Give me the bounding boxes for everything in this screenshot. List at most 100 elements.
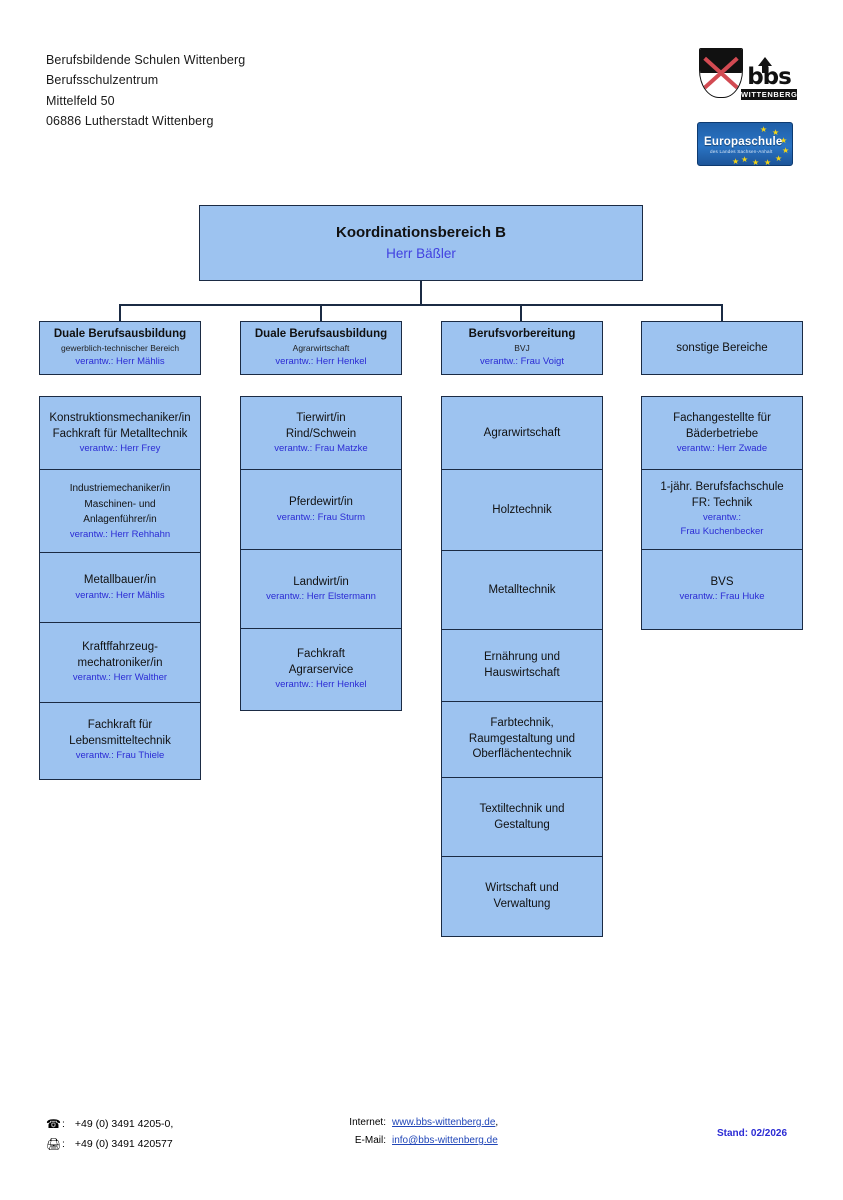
node-bvj-wirtschaft[interactable]: Wirtschaft und Verwaltung bbox=[441, 856, 603, 938]
node-line: Kraftffahrzeug- bbox=[82, 641, 158, 654]
europaschule-badge: Europaschule des Landes Sachsen-Anhalt ★… bbox=[697, 122, 793, 166]
node-line: Fachkraft bbox=[297, 648, 345, 661]
root-title: Koordinationsbereich B bbox=[335, 224, 507, 241]
column-stack-2: Tierwirt/in Rind/Schwein verantw.: Frau … bbox=[240, 396, 402, 712]
node-responsible: verantw.: Frau Thiele bbox=[75, 750, 165, 762]
connector-bus bbox=[120, 304, 722, 306]
node-bvj-metalltechnik[interactable]: Metalltechnik bbox=[441, 549, 603, 631]
node-responsible: verantw.: Herr Frey bbox=[79, 443, 161, 454]
node-line: Farbtechnik, bbox=[490, 717, 554, 730]
node-pferdewirt[interactable]: Pferdewirt/in verantw.: Frau Sturm bbox=[240, 469, 402, 551]
node-root[interactable]: Koordinationsbereich B Herr Bäßler bbox=[199, 205, 643, 281]
phone-row: ☎ : +49 (0) 3491 4205-0, bbox=[46, 1114, 173, 1134]
column-header-2-subtitle: Agrarwirtschaft bbox=[292, 343, 350, 353]
node-line: Tierwirt/in bbox=[296, 412, 346, 424]
node-line: Fachkraft für Metalltechnik bbox=[52, 427, 188, 440]
node-line: Rind/Schwein bbox=[285, 427, 357, 440]
address-line-4: 06886 Lutherstadt Wittenberg bbox=[46, 114, 214, 129]
footer-web: Internet: www.bbs-wittenberg.de , E-Mail… bbox=[338, 1114, 498, 1150]
address-line-2: Berufsschulzentrum bbox=[46, 73, 159, 88]
node-berufsfachschule-technik[interactable]: 1-jähr. Berufsfachschule FR: Technik ver… bbox=[641, 469, 803, 551]
column-header-1-subtitle: gewerblich-technischer Bereich bbox=[60, 343, 180, 353]
fax-separator: : bbox=[62, 1138, 65, 1150]
node-responsible: verantw.: Frau Sturm bbox=[276, 511, 366, 523]
node-line: Hauswirtschaft bbox=[484, 666, 560, 679]
node-responsible: verantw.: Frau Huke bbox=[679, 591, 765, 603]
email-link[interactable]: info@bbs-wittenberg.de bbox=[392, 1135, 498, 1146]
europaschule-title: Europaschule bbox=[704, 136, 783, 148]
node-bvj-textiltechnik[interactable]: Textiltechnik und Gestaltung bbox=[441, 777, 603, 859]
column-header-1-responsible: verantw.: Herr Mählis bbox=[75, 356, 165, 367]
fax-icon: 🖨 bbox=[46, 1137, 62, 1151]
column-header-3-title: Berufsvorbereitung bbox=[468, 328, 576, 340]
node-line: Fachangestellte für bbox=[673, 412, 771, 424]
node-bvs[interactable]: BVS verantw.: Frau Huke bbox=[641, 548, 803, 630]
node-line: Metalltechnik bbox=[488, 583, 556, 596]
coat-of-arms-icon bbox=[699, 48, 743, 98]
node-line: Raumgestaltung und bbox=[468, 732, 576, 745]
column-header-2[interactable]: Duale Berufsausbildung Agrarwirtschaft v… bbox=[240, 321, 402, 375]
email-row: E-Mail: info@bbs-wittenberg.de bbox=[338, 1132, 498, 1150]
bbs-logo: bbs WITTENBERG bbox=[697, 48, 797, 120]
column-header-3[interactable]: Berufsvorbereitung BVJ verantw.: Frau Vo… bbox=[441, 321, 603, 375]
internet-label: Internet: bbox=[349, 1117, 386, 1128]
node-bvj-farbtechnik[interactable]: Farbtechnik, Raumgestaltung und Oberfläc… bbox=[441, 700, 603, 779]
column-stack-1: Konstruktionsmechaniker/in Fachkraft für… bbox=[39, 396, 201, 780]
node-metallbauer[interactable]: Metallbauer/in verantw.: Herr Mählis bbox=[39, 551, 201, 624]
node-line: Landwirt/in bbox=[293, 575, 349, 588]
node-bvj-holztechnik[interactable]: Holztechnik bbox=[441, 469, 603, 552]
column-header-3-responsible: verantw.: Frau Voigt bbox=[480, 356, 564, 367]
footer-contact: ☎ : +49 (0) 3491 4205-0, 🖨 : +49 (0) 349… bbox=[46, 1114, 173, 1154]
column-header-4[interactable]: sonstige Bereiche bbox=[641, 321, 803, 375]
node-responsible: verantw.: Herr Walther bbox=[72, 672, 168, 684]
node-responsible: verantw.: Herr Henkel bbox=[275, 679, 367, 691]
connector-drop-1 bbox=[119, 304, 121, 322]
connector-drop-4 bbox=[721, 304, 723, 322]
node-line: Holztechnik bbox=[492, 503, 552, 516]
node-line: Bäderbetriebe bbox=[685, 427, 759, 440]
node-line: Fachkraft für bbox=[87, 719, 153, 732]
node-responsible: verantw.: Herr Rehhahn bbox=[69, 528, 171, 540]
fax-number: +49 (0) 3491 420577 bbox=[74, 1138, 173, 1150]
europaschule-subtitle: des Landes Sachsen-Anhalt bbox=[710, 149, 773, 154]
connector-drop-2 bbox=[320, 304, 322, 322]
node-bvj-ernaehrung[interactable]: Ernährung und Hauswirtschaft bbox=[441, 629, 603, 703]
school-address: Berufsbildende Schulen Wittenberg Berufs… bbox=[46, 50, 245, 132]
node-line: BVS bbox=[710, 575, 734, 588]
node-responsible: verantw.: Herr Mählis bbox=[75, 589, 165, 601]
node-line: Lebensmitteltechnik bbox=[69, 734, 171, 747]
address-line-1: Berufsbildende Schulen Wittenberg bbox=[46, 53, 246, 67]
node-line: Anlagenführer/in bbox=[83, 514, 157, 526]
node-line: FR: Technik bbox=[691, 496, 753, 509]
node-konstruktionsmechaniker[interactable]: Konstruktionsmechaniker/in Fachkraft für… bbox=[39, 396, 201, 471]
column-stack-3: Agrarwirtschaft Holztechnik Metalltechni… bbox=[441, 396, 603, 938]
column-header-1[interactable]: Duale Berufsausbildung gewerblich-techni… bbox=[39, 321, 201, 375]
node-industriemechaniker[interactable]: Industriemechaniker/in Maschinen- und An… bbox=[39, 469, 201, 554]
node-fachkraft-lebensmitteltechnik[interactable]: Fachkraft für Lebensmitteltechnik verant… bbox=[39, 701, 201, 780]
node-kraftfahrzeugmechatroniker[interactable]: Kraftffahrzeug- mechatroniker/in verantw… bbox=[39, 622, 201, 704]
node-line: Pferdewirt/in bbox=[289, 496, 353, 509]
column-stack-4: Fachangestellte für Bäderbetriebe verant… bbox=[641, 396, 803, 630]
root-responsible: Herr Bäßler bbox=[386, 246, 456, 261]
node-landwirt[interactable]: Landwirt/in verantw.: Herr Elstermann bbox=[240, 548, 402, 630]
node-fachangestellte-baederbetriebe[interactable]: Fachangestellte für Bäderbetriebe verant… bbox=[641, 396, 803, 471]
connector-drop-3 bbox=[520, 304, 522, 322]
node-responsible: verantw.: Herr Zwade bbox=[676, 443, 768, 454]
node-responsible-2: Frau Kuchenbecker bbox=[680, 526, 764, 538]
website-link[interactable]: www.bbs-wittenberg.de bbox=[392, 1117, 496, 1128]
node-bvj-agrarwirtschaft[interactable]: Agrarwirtschaft bbox=[441, 396, 603, 471]
fax-row: 🖨 : +49 (0) 3491 420577 bbox=[46, 1134, 173, 1154]
column-header-1-title: Duale Berufsausbildung bbox=[53, 328, 187, 340]
node-fachkraft-agrarservice[interactable]: Fachkraft Agrarservice verantw.: Herr He… bbox=[240, 628, 402, 712]
logo-block: bbs WITTENBERG Europaschule des Landes S… bbox=[697, 48, 797, 166]
document-version-date: Stand: 02/2026 bbox=[717, 1128, 788, 1139]
node-line: Oberflächentechnik bbox=[472, 748, 572, 761]
bbs-text: bbs bbox=[747, 64, 792, 90]
node-line: Maschinen- und bbox=[84, 498, 156, 510]
column-header-2-responsible: verantw.: Herr Henkel bbox=[275, 356, 367, 367]
column-header-2-title: Duale Berufsausbildung bbox=[254, 328, 388, 340]
node-line: mechatroniker/in bbox=[77, 656, 163, 669]
internet-row: Internet: www.bbs-wittenberg.de , bbox=[338, 1114, 498, 1132]
node-tierwirt[interactable]: Tierwirt/in Rind/Schwein verantw.: Frau … bbox=[240, 396, 402, 471]
bbs-subtext: WITTENBERG bbox=[741, 89, 798, 100]
